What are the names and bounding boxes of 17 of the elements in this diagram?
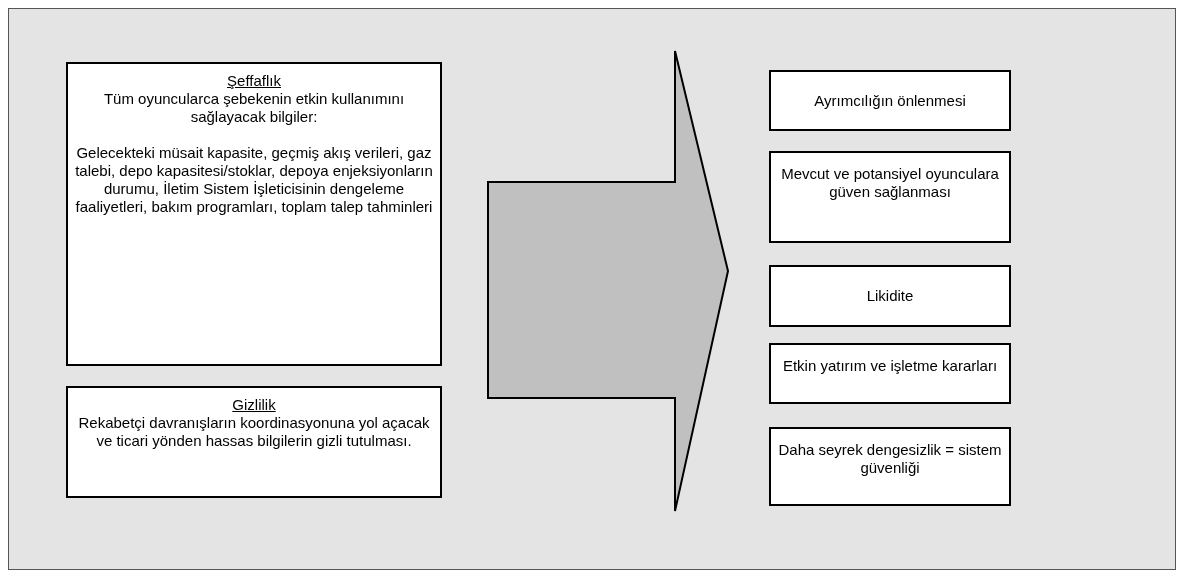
- info-box: [66, 386, 442, 498]
- box-label: Mevcut ve potansiyel oyunculara güven sağlanması: [780, 165, 1000, 201]
- result-box: [769, 343, 1011, 404]
- result-box: [769, 151, 1011, 243]
- box-text: Rekabetçi davranışların koordinasyonuna yol açacak ve ticari yönden hassas bilgilerin gizli tutulması.: [77, 414, 431, 450]
- box-label: Daha seyrek dengesizlik = sistem güvenliği: [777, 441, 1003, 477]
- box-label: Ayrımcılığın önlenmesi: [813, 92, 967, 110]
- result-box: [769, 427, 1011, 506]
- info-box: [66, 62, 442, 366]
- box-text: Gelecekteki müsait kapasite, geçmiş akış verileri, gaz talebi, depo kapasitesi/stoklar, depoya enjeksiyonların durumu, İletim Sistem İşleticisinin dengeleme faaliyetleri, bakım programları, toplam talep tahminleri: [74, 144, 434, 216]
- box-heading: Şeffaflık: [226, 72, 282, 90]
- box-label: Likidite: [865, 287, 915, 305]
- box-heading: Gizlilik: [231, 396, 277, 414]
- result-box: [769, 70, 1011, 131]
- box-label: Etkin yatırım ve işletme kararları: [781, 357, 999, 375]
- result-box: [769, 265, 1011, 327]
- box-text: Tüm oyuncularca şebekenin etkin kullanımını sağlayacak bilgiler:: [102, 90, 406, 126]
